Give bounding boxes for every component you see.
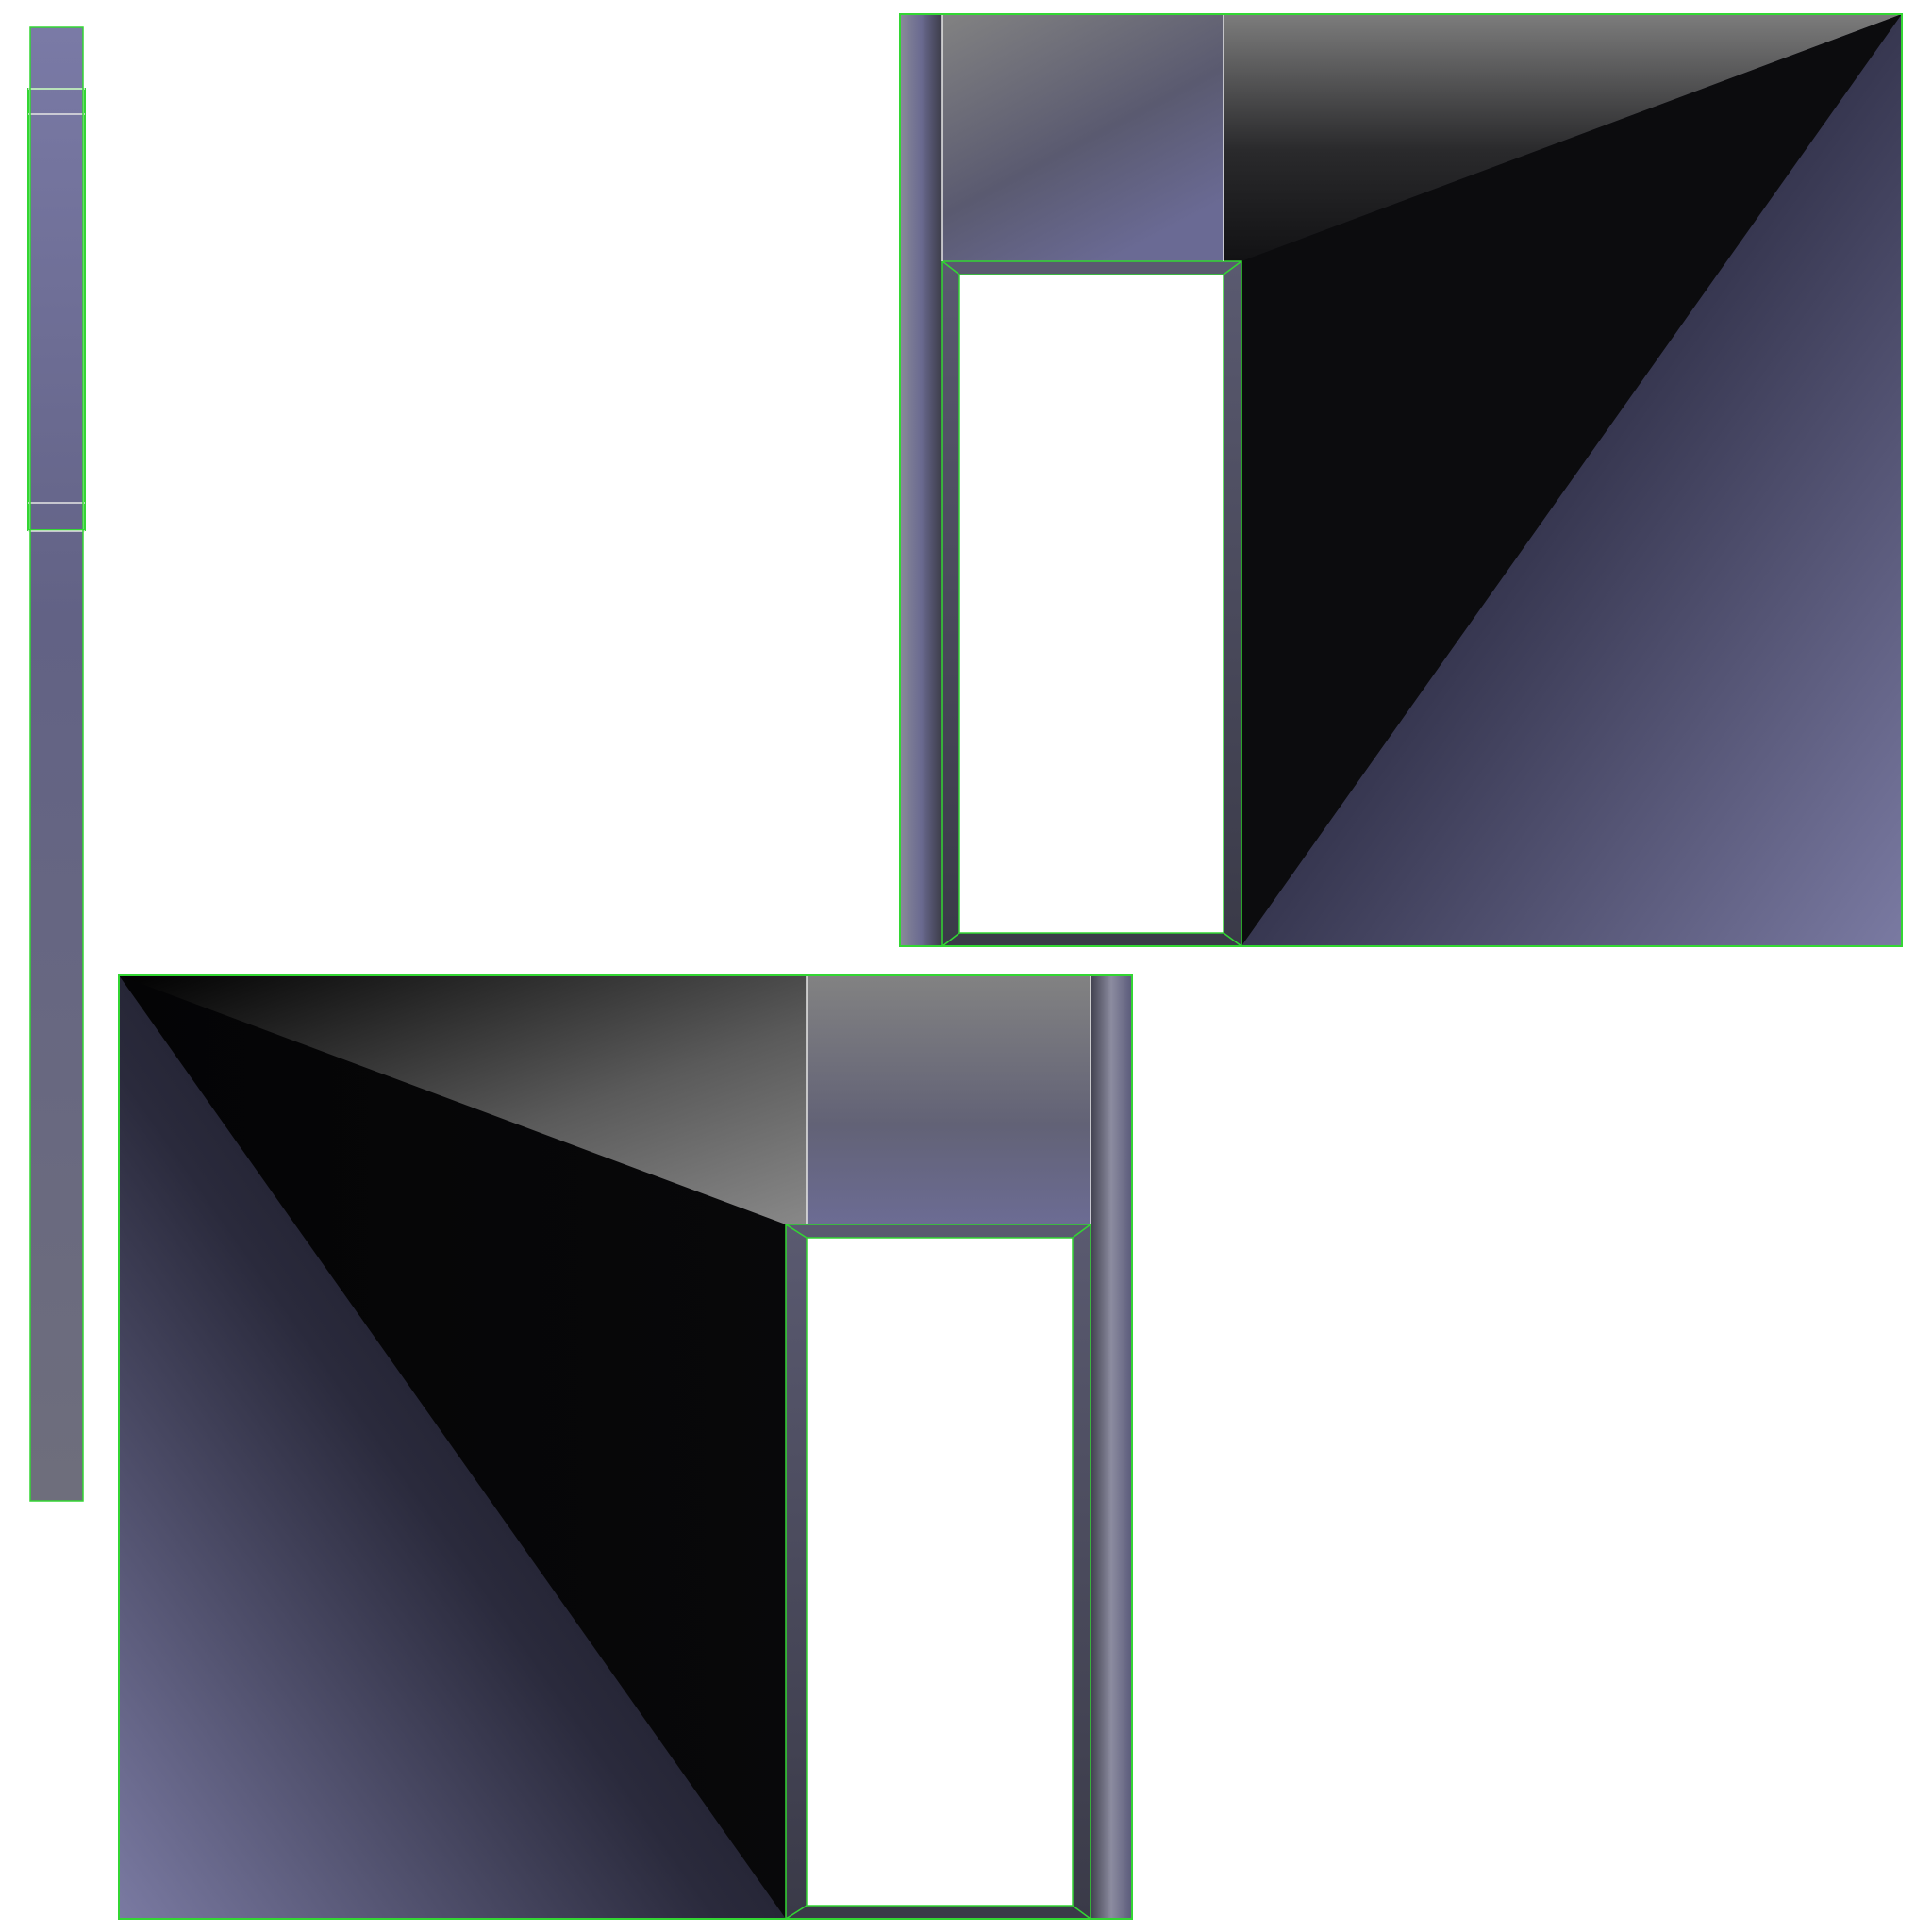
panel-outline [899,13,1903,947]
panel-header-right [807,975,1091,1224]
strip-outline [29,26,84,1502]
strip-face [30,27,83,1501]
uv-island-panel-upper-right [899,13,1903,947]
uv-island-panel-lower-left [118,974,1133,1920]
panel-left-strip [900,14,942,946]
panel-light-triangle [119,975,786,1919]
door-opening [959,275,1224,933]
door-opening [807,1238,1073,1906]
panel-top-band [1224,14,1902,261]
uv-island-thin-strip [27,26,86,1502]
panel-header-left [942,14,1224,261]
panel-outline [118,974,1133,1920]
panel-right-strip [1091,975,1132,1919]
panel-top-wedge [119,975,807,1224]
panel-light-triangle [1241,14,1902,946]
